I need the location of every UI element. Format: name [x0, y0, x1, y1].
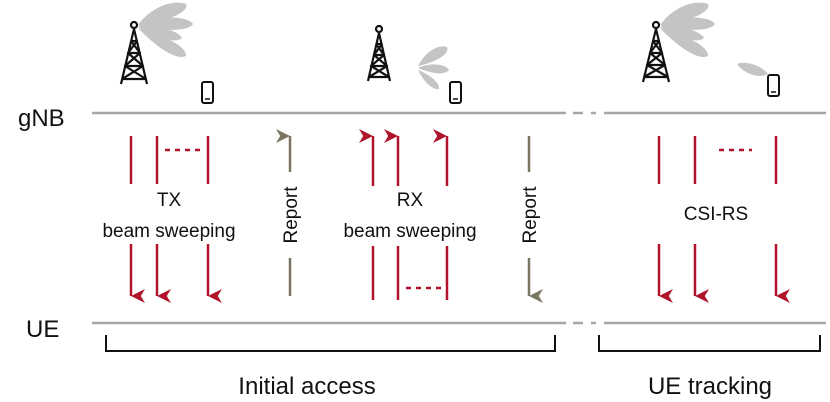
phone-icon — [767, 74, 780, 97]
cell-tower-icon — [119, 20, 149, 85]
tx-beam-lines — [129, 136, 210, 184]
report-label-1: Report — [281, 186, 302, 244]
tx-beam-arrows — [129, 244, 222, 303]
phone-icon — [201, 81, 214, 104]
rx-label: RX — [397, 190, 424, 211]
tx-beam-sweeping-label: beam sweeping — [102, 221, 235, 242]
initial-access-label: Initial access — [238, 373, 375, 400]
initial-access-bracket — [105, 335, 556, 352]
report-label-2: Report — [520, 186, 541, 244]
cell-tower-icon — [366, 24, 392, 82]
gnb-label: gNB — [18, 105, 65, 132]
ue-tracking-label: UE tracking — [648, 373, 772, 400]
csi-rs-beam-lines — [657, 136, 778, 184]
csi-rs-label: CSI-RS — [684, 204, 748, 225]
ue-label: UE — [26, 316, 59, 343]
beam-lobes-icon — [138, 2, 768, 90]
ue-tracking-bracket — [598, 335, 821, 352]
phone-icon — [449, 81, 462, 104]
rx-beam-arrows — [359, 129, 449, 186]
csi-rs-beam-arrows — [657, 244, 790, 303]
rx-beam-sweeping-label: beam sweeping — [343, 221, 476, 242]
cell-tower-icon — [641, 20, 671, 83]
tx-label: TX — [157, 190, 182, 211]
rx-beam-lines — [371, 246, 449, 300]
